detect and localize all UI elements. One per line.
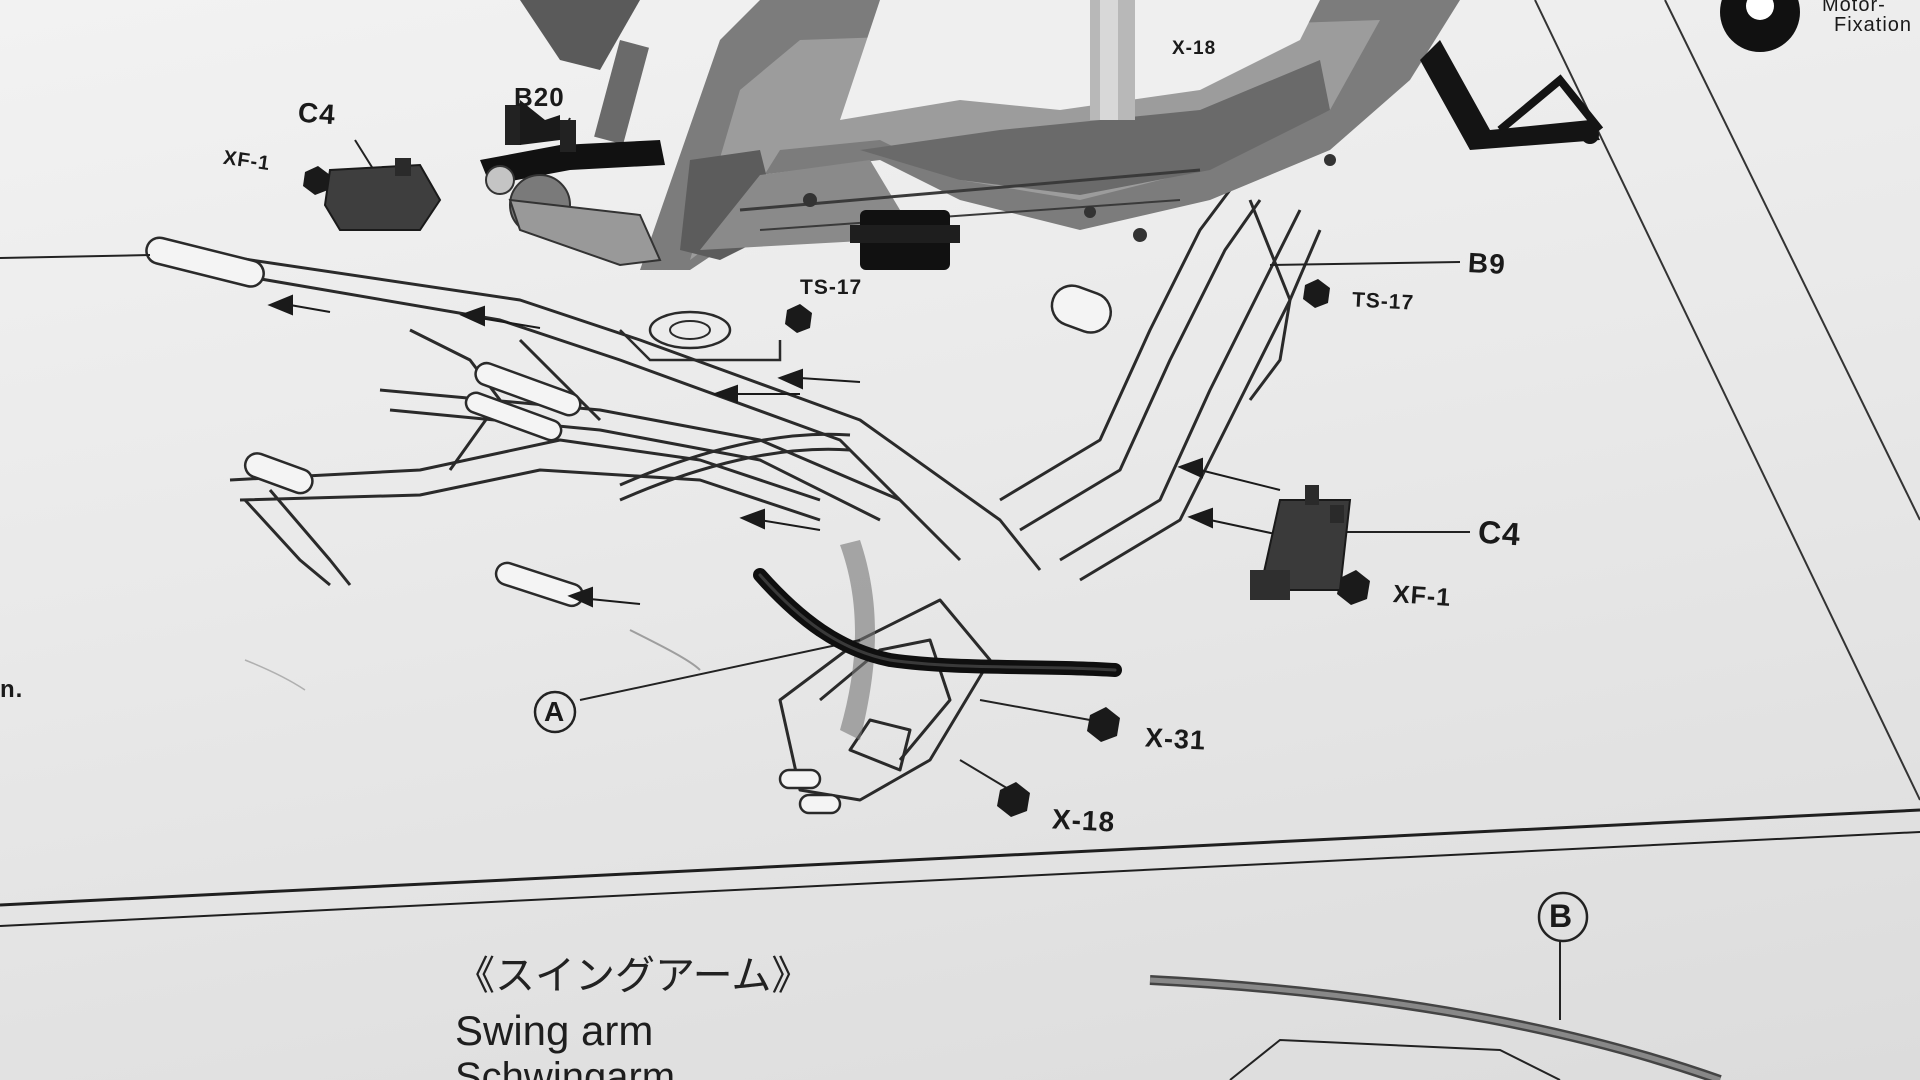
label-b20: B20: [514, 82, 565, 112]
label-c4-top: C4: [296, 96, 337, 131]
section-title-jp: 《スイングアーム》: [455, 953, 812, 999]
label-c4-right: C4: [1476, 513, 1523, 553]
section-title-en: Swing arm: [455, 1007, 654, 1054]
corner-step-line-2: Fixation: [1834, 14, 1913, 36]
label-xf1-right: XF-1: [1392, 580, 1453, 612]
callout-a: A: [544, 696, 565, 727]
corner-step-line-1: Motor-: [1822, 0, 1886, 16]
label-x18-top: X-18: [1172, 38, 1217, 59]
callout-b: B: [1549, 898, 1573, 934]
label-b9: B9: [1467, 247, 1507, 280]
label-x18-bottom: X-18: [1051, 803, 1116, 838]
label-ts17-right: TS-17: [1351, 288, 1415, 315]
left-edge-fragment: n.: [0, 676, 24, 703]
label-ts17-left: TS-17: [800, 276, 863, 299]
label-x31: X-31: [1144, 722, 1207, 756]
section-title-de: Schwingarm: [455, 1055, 676, 1080]
